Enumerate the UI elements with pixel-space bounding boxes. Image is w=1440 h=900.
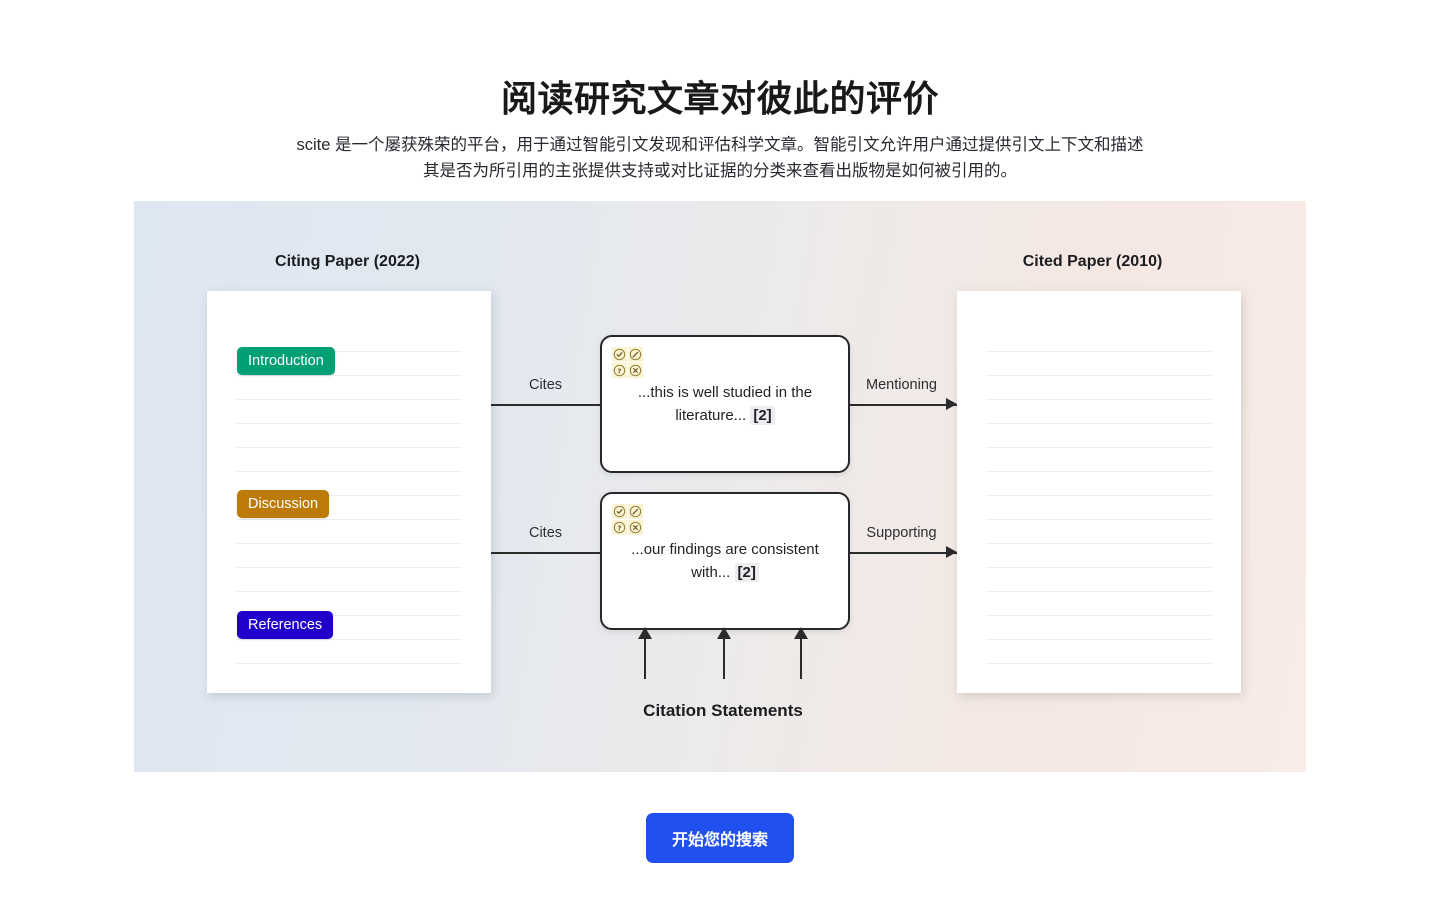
paper-rule-line	[987, 471, 1211, 472]
paper-rule-line	[237, 519, 461, 520]
paper-rule-line	[987, 399, 1211, 400]
statement-pointer-arrow-icon	[794, 627, 808, 639]
citation-marker: [2]	[734, 563, 759, 583]
supporting-check-icon	[612, 347, 627, 362]
paper-rule-line	[237, 399, 461, 400]
supporting-label: Supporting	[866, 525, 937, 541]
paper-rule-line	[987, 615, 1211, 616]
editing-pencil-icon	[628, 347, 643, 362]
paper-rule-line	[987, 351, 1211, 352]
paper-rule-line	[987, 375, 1211, 376]
statement-pointer-line	[644, 638, 646, 679]
paper-rule-line	[237, 495, 461, 496]
citation-marker: [2]	[750, 406, 775, 426]
citation-statement-card[interactable]: ? ...our findings are consistent with...…	[600, 492, 850, 630]
paper-rule-line	[237, 591, 461, 592]
statement-text: ...this is well studied in the literatur…	[616, 381, 834, 428]
paper-rule-line	[987, 495, 1211, 496]
supporting-arrowhead-icon	[946, 546, 957, 558]
mentioning-connector	[846, 404, 957, 406]
section-badge-introduction[interactable]: Introduction	[237, 347, 335, 375]
paper-rule-line	[237, 471, 461, 472]
page-title: 阅读研究文章对彼此的评价	[500, 78, 939, 120]
supporting-check-icon	[612, 504, 627, 519]
paper-rule-line	[987, 591, 1211, 592]
paper-rule-line	[987, 663, 1211, 664]
citing-paper-sheet: Introduction Discussion References	[207, 291, 491, 693]
section-badge-references[interactable]: References	[237, 611, 334, 639]
start-search-button[interactable]: 开始您的搜索	[645, 813, 795, 863]
paper-rule-line	[987, 543, 1211, 544]
mentioning-arrowhead-icon	[946, 398, 957, 410]
paper-rule-line	[987, 423, 1211, 424]
paper-rule-line	[237, 567, 461, 568]
paper-rule-line	[987, 567, 1211, 568]
statement-pointer-arrow-icon	[638, 627, 652, 639]
cites-label-top: Cites	[528, 377, 563, 393]
paper-rule-line	[237, 615, 461, 616]
citing-paper-lines	[237, 291, 461, 693]
section-badge-discussion[interactable]: Discussion	[237, 490, 330, 518]
paper-rule-line	[237, 663, 461, 664]
statement-pointer-line	[800, 638, 802, 679]
statement-pointer-line	[723, 638, 725, 679]
citation-statements-caption: Citation Statements	[643, 701, 803, 720]
cites-connector-bottom	[491, 552, 600, 554]
paper-rule-line	[237, 639, 461, 640]
paper-rule-line	[987, 519, 1211, 520]
mentioning-label: Mentioning	[866, 377, 937, 393]
paper-rule-line	[987, 639, 1211, 640]
citation-statement-card[interactable]: ? ...this is well studied in the literat…	[600, 335, 850, 473]
mentioning-question-icon: ?	[612, 520, 627, 535]
cited-paper-sheet	[957, 291, 1241, 693]
mentioning-question-icon: ?	[612, 363, 627, 378]
svg-text:?: ?	[618, 524, 622, 532]
cited-paper-lines	[987, 291, 1211, 693]
page-subtitle: scite 是一个屡获殊荣的平台，用于通过智能引文发现和评估科学文章。智能引文允…	[296, 135, 1144, 181]
statement-body: ...this is well studied in the literatur…	[637, 384, 813, 425]
statement-body: ...our findings are consistent with...	[631, 541, 819, 582]
statement-text: ...our findings are consistent with... […	[616, 538, 834, 585]
contrasting-x-icon	[628, 520, 643, 535]
paper-rule-line	[237, 543, 461, 544]
paper-rule-line	[237, 423, 461, 424]
cites-label-bottom: Cites	[528, 525, 563, 541]
citation-diagram-panel: Citing Paper (2022) Cited Paper (2010) I…	[134, 201, 1306, 772]
paper-rule-line	[237, 447, 461, 448]
paper-rule-line	[237, 375, 461, 376]
cited-paper-heading: Cited Paper (2010)	[1022, 253, 1163, 270]
classification-icons: ?	[612, 347, 643, 378]
citing-paper-heading: Citing Paper (2022)	[275, 253, 420, 270]
paper-rule-line	[237, 351, 461, 352]
editing-pencil-icon	[628, 504, 643, 519]
supporting-connector	[846, 552, 957, 554]
svg-text:?: ?	[618, 367, 622, 375]
contrasting-x-icon	[628, 363, 643, 378]
statement-pointer-arrow-icon	[717, 627, 731, 639]
paper-rule-line	[987, 447, 1211, 448]
cites-connector-top	[491, 404, 600, 406]
classification-icons: ?	[612, 504, 643, 535]
